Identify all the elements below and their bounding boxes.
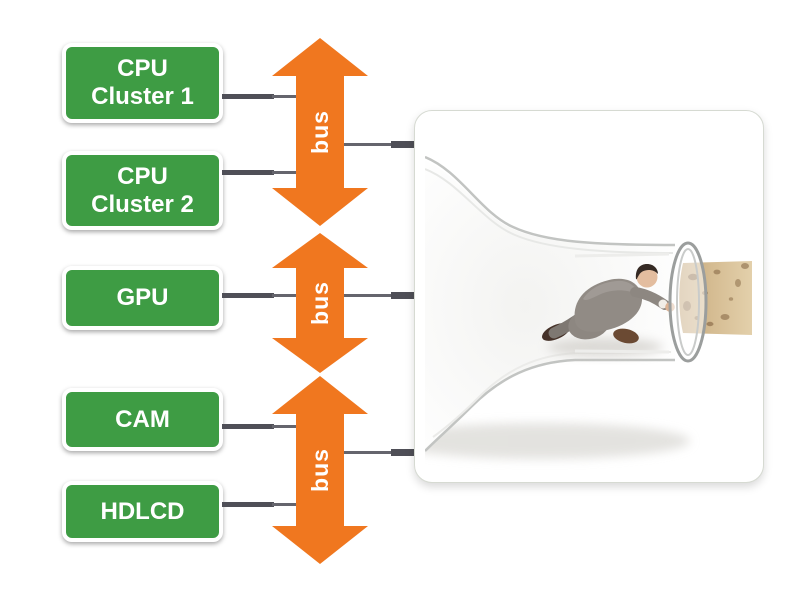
bottleneck-photo-frame: [414, 110, 764, 483]
bottle-outline-top: [425, 155, 676, 247]
bottle-outline-bottom-echo: [432, 351, 672, 438]
connector-hdlcd-bus: [222, 502, 274, 507]
node-cpu-cluster-1: CPU Cluster 1: [62, 43, 223, 123]
connector-bus2-image: [391, 292, 416, 299]
man-torso-highlight: [583, 280, 638, 301]
node-label: Cluster 1: [91, 83, 194, 110]
bottle-outline-top-echo: [425, 168, 674, 254]
bottle-outline-bottom: [425, 358, 675, 452]
double-arrow-icon: [272, 38, 368, 226]
bus-arrow-3: bus: [272, 376, 368, 564]
bottle-shadow: [425, 423, 690, 459]
connector-hdlcd-bus: [272, 503, 299, 506]
connector-bus3-image: [344, 451, 392, 454]
man-figure: [542, 264, 675, 356]
bus-label: bus: [307, 110, 333, 154]
node-label: HDLCD: [100, 497, 185, 525]
bottleneck-photo: [425, 121, 753, 472]
connector-cpu1-bus: [222, 94, 274, 99]
connector-bus3-image: [391, 449, 416, 456]
connector-bus1-image: [344, 143, 392, 146]
glass-highlight-top: [574, 252, 670, 258]
node-hdlcd: HDLCD: [62, 481, 223, 542]
double-arrow-icon: [272, 233, 368, 373]
node-cpu-cluster-2: CPU Cluster 2: [62, 151, 223, 230]
node-label: GPU: [116, 284, 169, 311]
bus-arrow-1: bus: [272, 38, 368, 226]
bottle-glass: [425, 161, 675, 451]
connector-cpu1-bus: [272, 95, 299, 98]
man-cuff: [658, 299, 668, 309]
bus-label: bus: [307, 448, 333, 492]
node-label: CPU: [117, 162, 168, 190]
bottle-rim: [668, 241, 708, 363]
connector-gpu-bus: [222, 293, 274, 298]
connector-cpu2-bus: [272, 171, 299, 174]
man-shadow: [547, 338, 663, 356]
connector-cam-bus: [222, 424, 274, 429]
node-label: CAM: [115, 405, 170, 433]
connector-cam-bus: [272, 425, 299, 428]
connector-bus1-image: [391, 141, 416, 148]
man-hair: [635, 264, 658, 280]
bus-label: bus: [307, 281, 333, 325]
node-cam: CAM: [62, 388, 223, 451]
connector-bus2-image: [344, 294, 392, 297]
node-gpu: GPU: [62, 266, 223, 330]
node-label: Cluster 2: [91, 190, 194, 218]
man-shoe-front: [613, 328, 639, 344]
connector-cpu2-bus: [222, 170, 274, 175]
bus-arrow-2: bus: [272, 233, 368, 373]
glass-highlight-bottom: [574, 349, 670, 354]
connector-gpu-bus: [272, 294, 299, 297]
double-arrow-icon: [272, 376, 368, 564]
node-label: CPU: [117, 55, 168, 82]
